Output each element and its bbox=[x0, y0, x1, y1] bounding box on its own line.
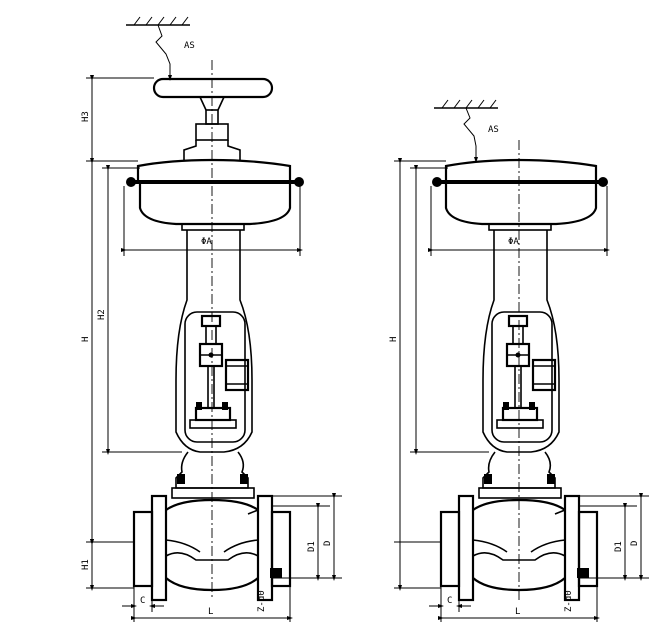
left-actuator bbox=[126, 158, 304, 231]
left-ground-symbol bbox=[126, 16, 190, 81]
left-valve-body bbox=[132, 494, 292, 602]
left-phi-label: ΦA bbox=[201, 237, 212, 247]
right-h-label: H bbox=[389, 337, 399, 342]
left-dimensions bbox=[86, 75, 342, 622]
right-dimensions bbox=[394, 158, 649, 622]
right-phi-label: ΦA bbox=[508, 237, 519, 247]
left-h1-label: H1 bbox=[81, 559, 91, 570]
right-l-label: L bbox=[515, 607, 520, 617]
left-h3-label: H3 bbox=[81, 111, 91, 122]
left-bonnet bbox=[171, 451, 255, 499]
left-l-label: L bbox=[208, 607, 213, 617]
left-d-label: D bbox=[323, 541, 333, 546]
right-zd0-label: Z-d0 bbox=[564, 590, 574, 612]
right-bonnet bbox=[478, 451, 562, 499]
left-h-label: H bbox=[81, 337, 91, 342]
left-air-label: AS bbox=[184, 41, 195, 51]
right-valve-body bbox=[439, 494, 599, 602]
right-air-label: AS bbox=[488, 125, 499, 135]
left-valve-figure: AS bbox=[81, 16, 342, 622]
left-h2-label: H2 bbox=[97, 309, 107, 320]
right-ground-symbol bbox=[434, 99, 498, 163]
left-handwheel bbox=[152, 77, 274, 160]
right-yoke bbox=[482, 230, 560, 453]
right-c-label: C bbox=[447, 596, 452, 606]
left-zd0-label: Z-d0 bbox=[257, 590, 267, 612]
right-actuator bbox=[432, 158, 608, 231]
right-d-label: D bbox=[630, 541, 640, 546]
right-d1-label: D1 bbox=[614, 541, 624, 552]
left-d1-label: D1 bbox=[307, 541, 317, 552]
right-valve-figure: AS bbox=[389, 99, 649, 622]
left-c-label: C bbox=[140, 596, 145, 606]
left-yoke bbox=[175, 230, 253, 453]
